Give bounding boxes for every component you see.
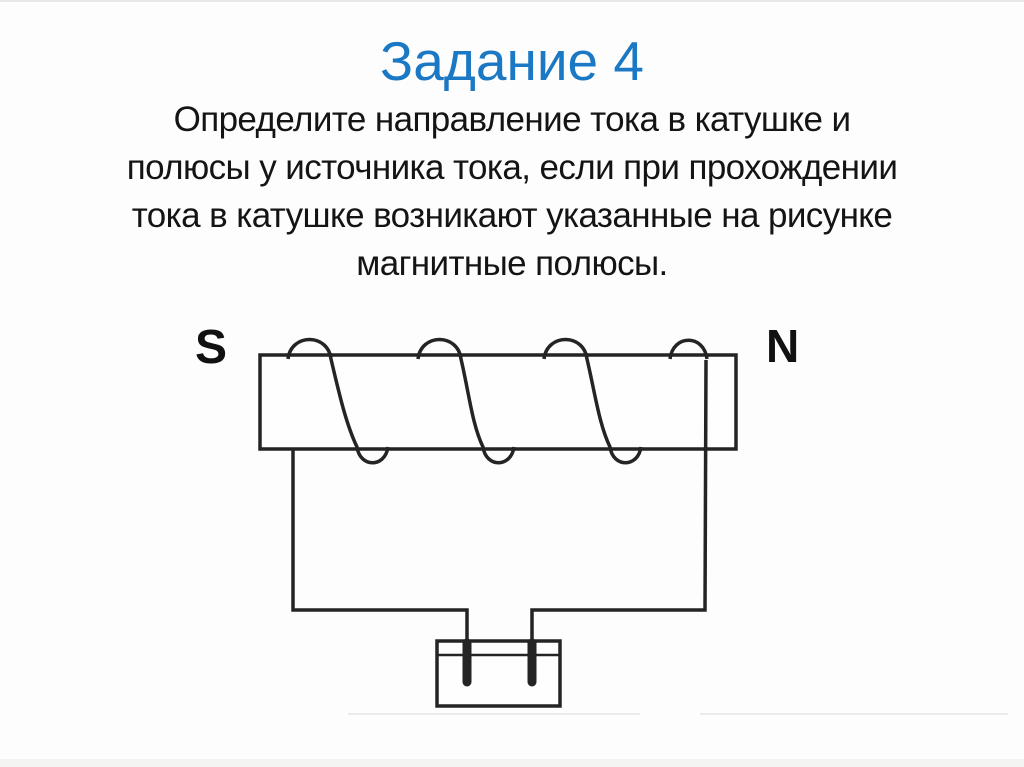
slide-title: Задание 4 (379, 30, 645, 92)
coil-winding (286, 337, 709, 465)
battery (435, 638, 562, 708)
slide-bottom-edge (0, 759, 1024, 767)
coil-core (258, 353, 738, 451)
slide-top-edge (0, 0, 1024, 2)
question-line: тока в катушке возникают указанные на ри… (131, 196, 893, 235)
north-pole-label: N (766, 320, 800, 372)
south-pole-label: S (195, 321, 228, 374)
left-lead-wire (291, 449, 469, 648)
right-lead-wire (530, 359, 708, 648)
battery-body (435, 639, 562, 708)
question-line: магнитные полюсы. (356, 244, 668, 283)
question-line: полюсы у источника тока, если при прохож… (126, 148, 898, 187)
question-text: Определите направление тока в катушке и … (32, 96, 992, 288)
question-line: Определите направление тока в катушке и (173, 100, 851, 139)
